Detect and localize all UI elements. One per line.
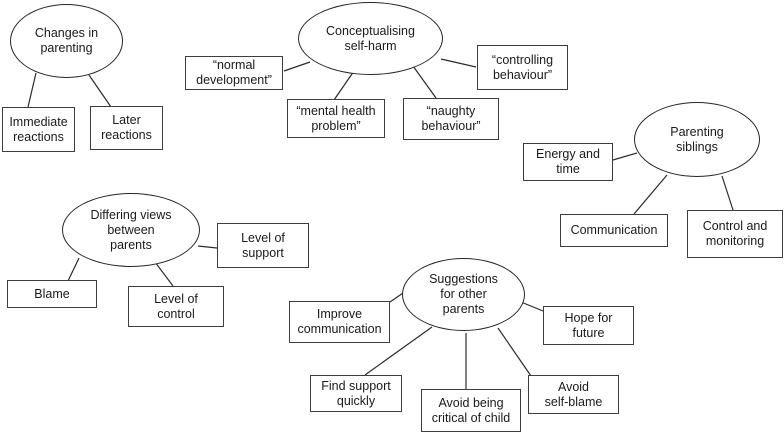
subtheme-box-communication: Communication	[560, 214, 668, 247]
node-label: Differing views between parents	[90, 207, 172, 252]
connector-line	[497, 327, 532, 377]
node-label: Blame	[34, 286, 70, 301]
connector-line	[27, 72, 37, 108]
connector-line	[412, 65, 437, 99]
node-label: Communication	[570, 223, 658, 237]
connector-line	[333, 70, 355, 101]
node-label: Conceptualising self-harm	[326, 23, 415, 53]
subtheme-box-mental-health-problem: “mental health problem”	[287, 99, 385, 138]
node-label: Energy and time	[536, 147, 600, 176]
connector-line	[633, 174, 668, 215]
connector-line	[283, 61, 311, 72]
subtheme-box-avoid-self-blame: Avoid self-blame	[528, 375, 619, 414]
subtheme-box-later-reactions: Later reactions	[90, 106, 163, 150]
node-label: Control and monitoring	[702, 219, 768, 248]
subtheme-box-energy-and-time: Energy and time	[523, 143, 613, 181]
connector-line	[440, 58, 477, 68]
node-label: Changes in parenting	[34, 26, 99, 55]
node-label: Level of support	[241, 230, 285, 260]
connector-line	[721, 175, 734, 211]
node-label: Improve communication	[297, 307, 382, 336]
connector-line	[612, 152, 638, 161]
node-label: Suggestions for other parents	[429, 272, 498, 316]
theme-ellipse-conceptualising-self-harm: Conceptualising self-harm	[298, 2, 443, 75]
node-label: “mental health problem”	[296, 103, 376, 133]
subtheme-box-immediate-reactions: Immediate reactions	[2, 107, 75, 152]
theme-ellipse-changes-in-parenting: Changes in parenting	[10, 4, 123, 78]
connector-line	[364, 326, 433, 376]
node-label: Level of control	[154, 291, 198, 321]
subtheme-box-avoid-being-critical-of-child: Avoid being critical of child	[421, 389, 521, 432]
node-label: “normal development”	[196, 58, 272, 87]
node-label: Avoid self-blame	[544, 379, 603, 409]
subtheme-box-naughty-behaviour: “naughty behaviour”	[403, 98, 499, 140]
node-label: Immediate reactions	[9, 114, 68, 144]
subtheme-box-level-of-control: Level of control	[128, 286, 224, 327]
node-label: Hope for future	[564, 310, 613, 340]
connector-line	[88, 74, 112, 108]
theme-ellipse-differing-views-between-parents: Differing views between parents	[62, 193, 200, 267]
subtheme-box-normal-development: “normal development”	[185, 56, 283, 90]
connector-line	[197, 245, 218, 249]
theme-ellipse-parenting-siblings: Parenting siblings	[634, 102, 760, 177]
subtheme-box-hope-for-future: Hope for future	[543, 306, 634, 345]
connector-line	[520, 301, 544, 312]
subtheme-box-level-of-support: Level of support	[217, 223, 309, 268]
subtheme-box-controlling-behaviour: “controlling behaviour”	[477, 45, 568, 90]
node-label: Later reactions	[101, 113, 152, 142]
node-label: Find support quickly	[321, 378, 391, 408]
subtheme-box-control-and-monitoring: Control and monitoring	[687, 210, 783, 258]
node-label: “controlling behaviour”	[491, 52, 554, 82]
connector-line	[67, 257, 80, 282]
subtheme-box-blame: Blame	[7, 280, 97, 308]
node-label: Avoid being critical of child	[431, 395, 511, 425]
node-label: “naughty behaviour”	[421, 104, 481, 133]
theme-ellipse-suggestions-for-other-parents: Suggestions for other parents	[402, 258, 525, 331]
node-label: Parenting siblings	[670, 124, 724, 154]
subtheme-box-find-support-quickly: Find support quickly	[310, 375, 402, 412]
subtheme-box-improve-communication: Improve communication	[289, 301, 390, 343]
